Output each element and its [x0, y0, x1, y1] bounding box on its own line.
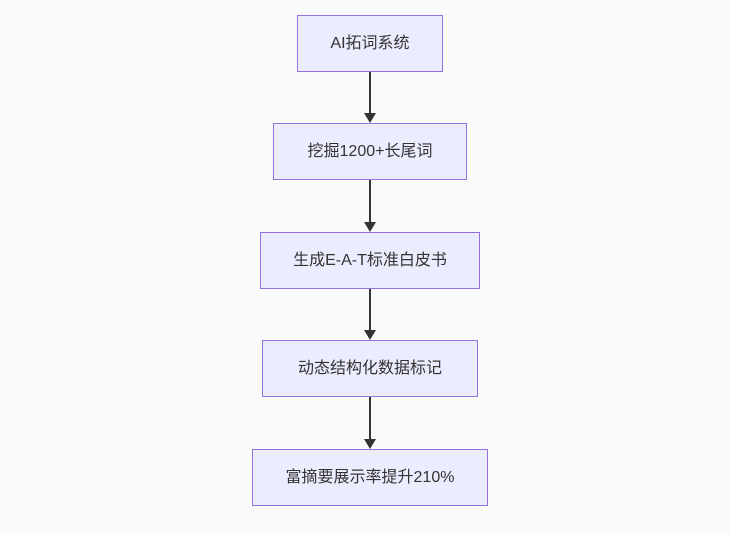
- flowchart-node-ai-word-expansion: AI拓词系统: [297, 15, 443, 72]
- node-label: 动态结构化数据标记: [297, 359, 442, 377]
- node-label: 生成E-A-T标准白皮书: [293, 251, 447, 269]
- arrow-line: [369, 72, 371, 113]
- arrow-line: [369, 180, 371, 222]
- arrow-line: [369, 397, 371, 439]
- arrow-down-icon: [364, 330, 376, 340]
- flow-connector: [364, 289, 376, 340]
- flow-connector: [364, 72, 376, 123]
- flow-connector: [364, 397, 376, 449]
- arrow-down-icon: [364, 113, 376, 123]
- flowchart-node-eat-whitepaper: 生成E-A-T标准白皮书: [260, 232, 480, 289]
- flowchart-node-rich-snippet-result: 富摘要展示率提升210%: [252, 449, 488, 506]
- arrow-line: [369, 289, 371, 330]
- node-label: 富摘要展示率提升210%: [285, 468, 455, 486]
- flow-connector: [364, 180, 376, 232]
- arrow-down-icon: [364, 439, 376, 449]
- node-label: 挖掘1200+长尾词: [307, 142, 433, 160]
- node-label: AI拓词系统: [330, 34, 410, 52]
- arrow-down-icon: [364, 222, 376, 232]
- flowchart-node-structured-data-markup: 动态结构化数据标记: [262, 340, 478, 397]
- flowchart-node-longtail-mining: 挖掘1200+长尾词: [273, 123, 467, 180]
